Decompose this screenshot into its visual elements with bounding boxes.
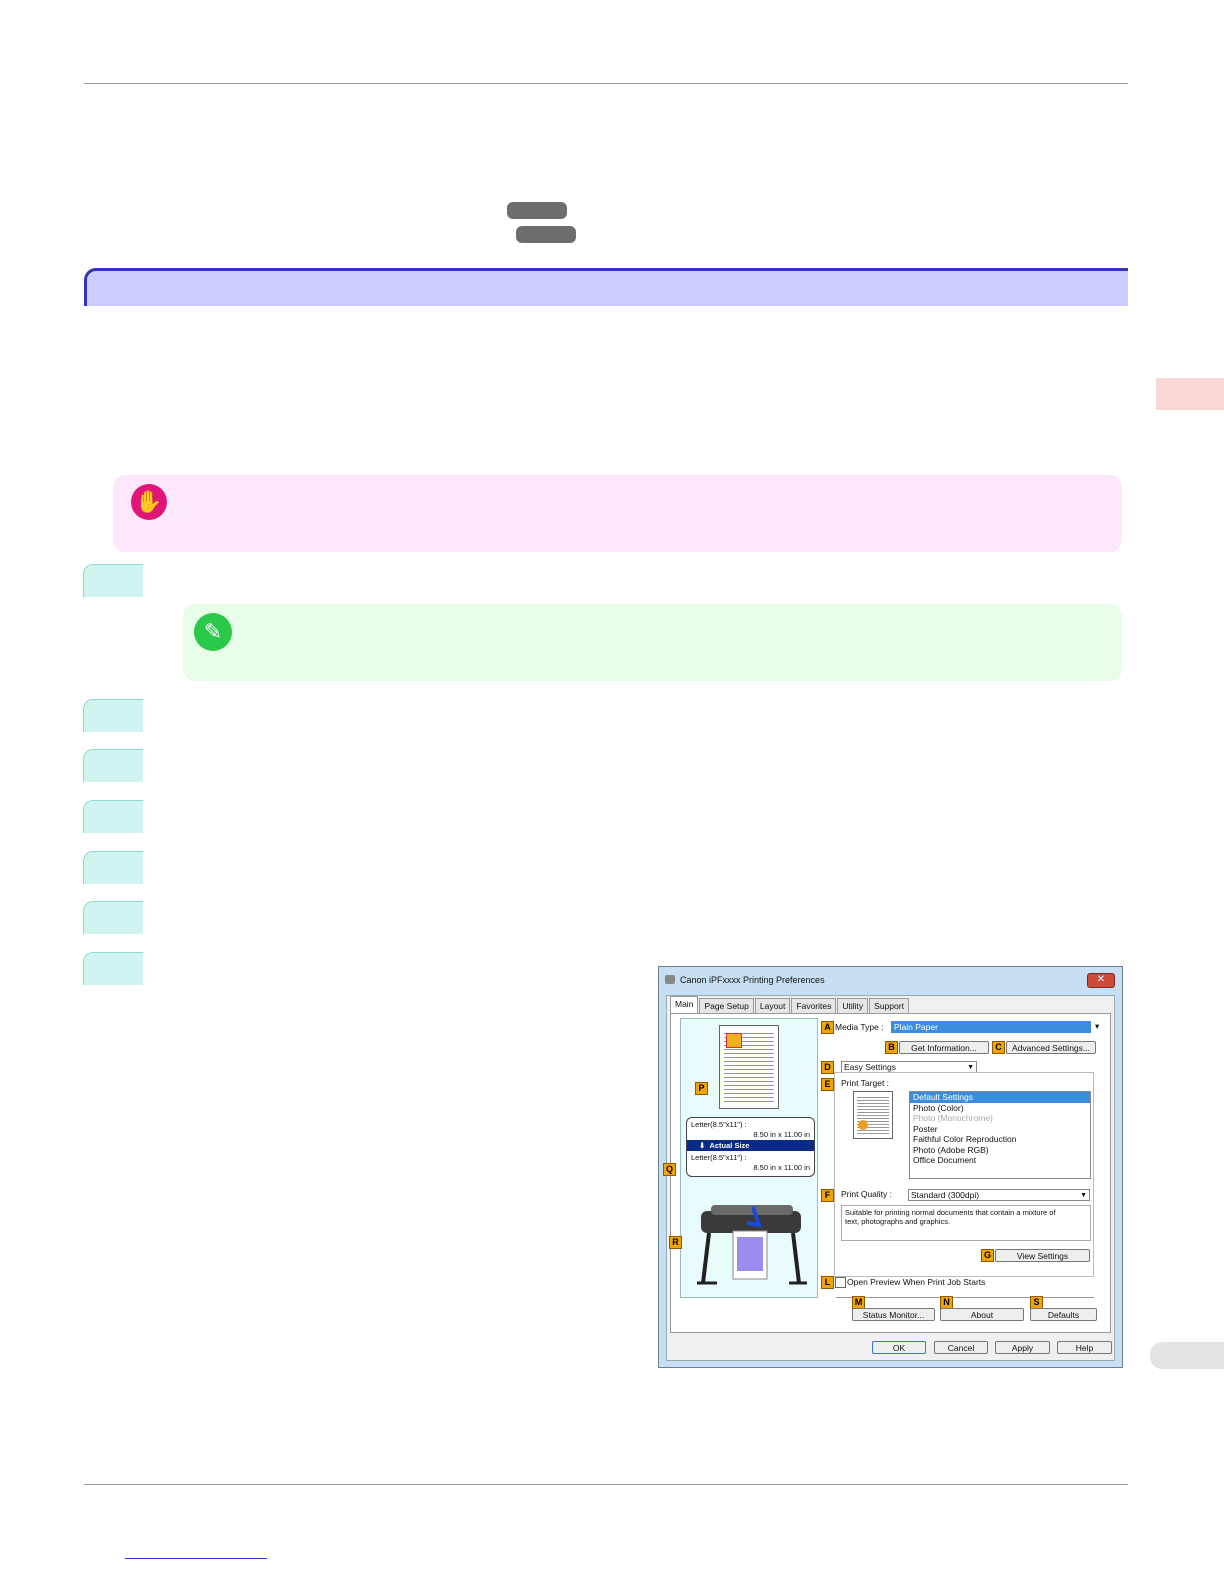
actual-size-row: ⬇ Actual Size [687, 1140, 814, 1151]
footer-rule [84, 1484, 1128, 1485]
printing-preferences-dialog: Canon iPFxxxx Printing Preferences ✕ Mai… [658, 966, 1123, 1368]
list-item[interactable]: Photo (Color) [913, 1102, 964, 1113]
header-tag-1 [507, 202, 567, 219]
list-item[interactable]: Faithful Color Reproduction [913, 1134, 1017, 1144]
open-preview-label: Open Preview When Print Job Starts [847, 1277, 986, 1287]
section-heading-bar [84, 268, 1128, 306]
tab-favorites[interactable]: Favorites [791, 998, 837, 1013]
view-settings-button[interactable]: View Settings [995, 1249, 1090, 1262]
print-quality-dropdown[interactable]: Standard (300dpi) ▼ [908, 1189, 1090, 1201]
description-box: Suitable for printing normal documents t… [841, 1205, 1091, 1241]
print-target-list[interactable]: Default Settings Photo (Color) Photo (Mo… [909, 1091, 1091, 1179]
main-tab-panel: Letter(8.5"x11") : 8.50 in x 11.00 in ⬇ … [663, 1013, 1111, 1333]
apply-button[interactable]: Apply [995, 1341, 1050, 1354]
print-quality-label: Print Quality : [841, 1189, 893, 1199]
callout-m: M [852, 1296, 865, 1309]
page-preview [719, 1025, 779, 1109]
print-target-thumbnail [853, 1091, 893, 1139]
preview-area: Letter(8.5"x11") : 8.50 in x 11.00 in ⬇ … [680, 1018, 818, 1298]
callout-d: D [821, 1061, 834, 1074]
header-tag-2 [516, 226, 576, 243]
list-item[interactable]: Default Settings [910, 1092, 1090, 1103]
print-target-label: Print Target : [841, 1078, 890, 1088]
page-side-tab[interactable] [1150, 1342, 1224, 1369]
tab-support[interactable]: Support [869, 998, 909, 1013]
callout-g: G [981, 1249, 994, 1262]
get-information-button[interactable]: Get Information... [899, 1041, 989, 1054]
chapter-side-tab[interactable] [1156, 378, 1224, 410]
dropdown-arrow-icon: ▼ [1080, 1192, 1087, 1199]
callout-e: E [821, 1078, 834, 1091]
tab-layout[interactable]: Layout [754, 998, 791, 1013]
actual-size-label: Actual Size [709, 1141, 750, 1150]
dropdown-arrow-icon[interactable]: ▾ [1095, 1021, 1100, 1031]
list-item[interactable]: Photo (Adobe RGB) [913, 1144, 989, 1155]
defaults-button[interactable]: Defaults [1030, 1308, 1097, 1321]
ok-button[interactable]: OK [872, 1341, 926, 1354]
tab-utility[interactable]: Utility [837, 998, 869, 1013]
advanced-settings-button[interactable]: Advanced Settings... [1006, 1041, 1096, 1054]
open-preview-checkbox[interactable] [835, 1277, 846, 1288]
list-item[interactable]: Office Document [913, 1155, 977, 1165]
paper-size-top-value: 8.50 in x 11.00 in [753, 1130, 810, 1139]
dialog-title: Canon iPFxxxx Printing Preferences [680, 975, 825, 985]
help-button[interactable]: Help [1057, 1341, 1112, 1354]
footer-link[interactable] [125, 1558, 267, 1559]
description-line-1: Suitable for printing normal documents t… [845, 1208, 1056, 1217]
step-3-marker [83, 749, 143, 782]
divider [836, 1297, 1094, 1298]
printer-illustration [697, 1205, 807, 1285]
easy-settings-group [834, 1072, 1094, 1277]
callout-l: L [821, 1276, 834, 1289]
step-1-marker [83, 564, 143, 597]
list-item: Photo (Monochrome) [913, 1113, 993, 1123]
step-4-marker [83, 800, 143, 833]
callout-p: P [695, 1082, 708, 1095]
step-7-marker [83, 952, 143, 985]
callout-r: R [669, 1236, 682, 1249]
dropdown-arrow-icon: ▼ [967, 1064, 974, 1071]
print-quality-value: Standard (300dpi) [911, 1190, 980, 1200]
paper-size-bottom-label: Letter(8.5"x11") : [691, 1153, 747, 1162]
description-line-2: text, photographs and graphics. [845, 1217, 951, 1226]
tab-page-setup[interactable]: Page Setup [699, 998, 754, 1013]
paper-size-info: Letter(8.5"x11") : 8.50 in x 11.00 in ⬇ … [686, 1117, 815, 1177]
important-box [113, 475, 1122, 552]
callout-b: B [885, 1041, 898, 1054]
close-icon[interactable]: ✕ [1087, 973, 1115, 988]
callout-q: Q [663, 1163, 676, 1176]
dialog-body: Main Page Setup Layout Favorites Utility… [663, 995, 1115, 1361]
printer-icon [665, 975, 675, 984]
callout-a: A [821, 1021, 834, 1034]
tab-strip: Main Page Setup Layout Favorites Utility… [670, 996, 910, 1013]
media-type-dropdown[interactable]: Plain Paper [891, 1021, 1091, 1033]
callout-c: C [992, 1041, 1005, 1054]
note-pencil-icon: ✎ [194, 613, 232, 651]
list-item[interactable]: Poster [913, 1123, 938, 1134]
important-hand-icon: ✋ [131, 484, 167, 520]
step-6-marker [83, 901, 143, 934]
media-type-label: Media Type : [835, 1022, 884, 1032]
note-box [183, 604, 1122, 681]
step-5-marker [83, 851, 143, 884]
about-button[interactable]: About [940, 1308, 1024, 1321]
cancel-button[interactable]: Cancel [934, 1341, 988, 1354]
paper-size-top-label: Letter(8.5"x11") : [691, 1120, 747, 1129]
header-rule [84, 83, 1128, 84]
tab-main[interactable]: Main [670, 996, 699, 1013]
paper-size-bottom-value: 8.50 in x 11.00 in [753, 1163, 810, 1172]
easy-settings-value: Easy Settings [844, 1062, 896, 1072]
dialog-title-bar: Canon iPFxxxx Printing Preferences [665, 973, 825, 987]
step-2-marker [83, 699, 143, 732]
status-monitor-button[interactable]: Status Monitor... [852, 1308, 935, 1321]
callout-f: F [821, 1189, 834, 1202]
